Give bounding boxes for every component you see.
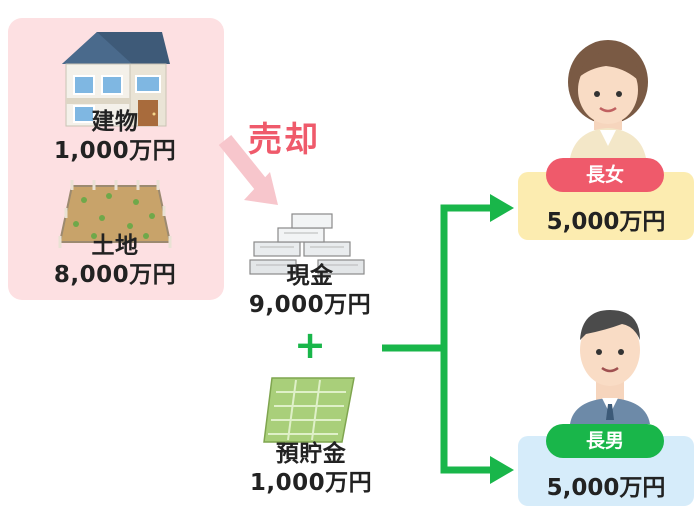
cash-stack-icon [249, 213, 365, 275]
plus-sign: + [294, 323, 326, 367]
cash-label: 現金 9,000万円 [240, 262, 380, 320]
cash-amount: 9,000万円 [248, 292, 372, 318]
house-icon [62, 32, 170, 127]
deposit-amount: 1,000万円 [249, 470, 373, 496]
building-name: 建物 [91, 109, 139, 135]
land-icon [58, 180, 172, 248]
son-avatar-icon [570, 310, 650, 424]
land-name: 土地 [91, 233, 139, 259]
building-amount: 1,000万円 [53, 138, 177, 164]
son-relation-badge: 長男 [546, 424, 664, 458]
passbook-icon [263, 377, 355, 443]
deposit-name: 預貯金 [275, 441, 347, 467]
daughter-relation-badge: 長女 [546, 158, 664, 192]
sell-label: 売却 [248, 120, 320, 160]
daughter-avatar-icon [568, 40, 648, 158]
land-amount: 8,000万円 [53, 262, 177, 288]
building-label: 建物 1,000万円 [40, 108, 190, 166]
land-label: 土地 8,000万円 [40, 232, 190, 290]
cash-name: 現金 [286, 263, 334, 289]
son-amount: 5,000万円 [546, 475, 666, 501]
deposit-label: 預貯金 1,000万円 [236, 440, 386, 498]
daughter-amount: 5,000万円 [546, 209, 666, 235]
